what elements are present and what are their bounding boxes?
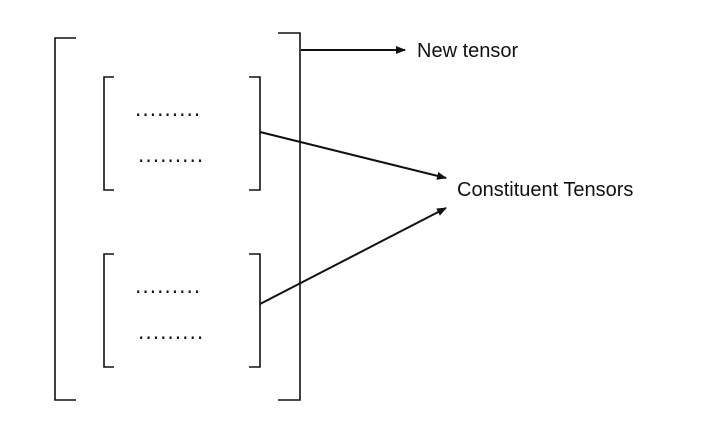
inner-bottom-left-bracket	[103, 253, 114, 368]
inner-bottom-row-1: .........	[135, 274, 201, 298]
inner-tensor-top: ......... .........	[103, 76, 261, 191]
inner-top-left-bracket	[103, 76, 114, 191]
new-tensor-label: New tensor	[417, 40, 518, 62]
outer-right-bracket	[278, 32, 301, 401]
arrow-top-to-constituent	[259, 131, 447, 180]
inner-top-row-2: .........	[138, 143, 204, 167]
inner-bottom-right-bracket	[249, 253, 261, 368]
inner-tensor-bottom: ......... .........	[103, 253, 261, 368]
inner-top-right-bracket	[249, 76, 261, 191]
outer-left-bracket	[54, 37, 76, 401]
constituent-tensors-label: Constituent Tensors	[457, 179, 633, 201]
inner-bottom-row-2: .........	[138, 320, 204, 344]
inner-top-row-1: .........	[135, 97, 201, 121]
arrow-bottom-to-constituent	[259, 207, 447, 305]
